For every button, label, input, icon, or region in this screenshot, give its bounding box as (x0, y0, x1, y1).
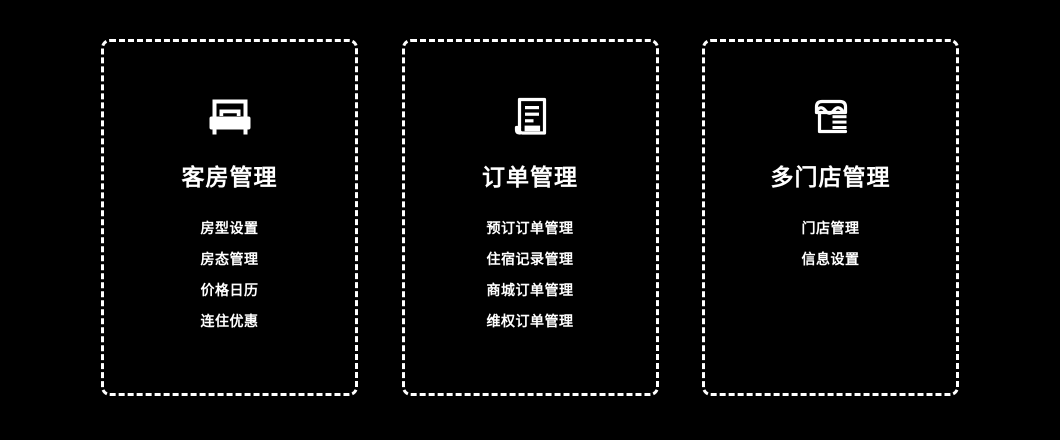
card-title: 多门店管理 (770, 164, 891, 190)
feature-card-rooms[interactable]: 客房管理 房型设置 房态管理 价格日历 连住优惠 (101, 39, 358, 396)
card-item[interactable]: 房态管理 (200, 251, 259, 267)
card-item[interactable]: 住宿记录管理 (486, 251, 574, 267)
card-item[interactable]: 价格日历 (200, 282, 259, 298)
bed-icon (207, 97, 253, 139)
card-item[interactable]: 连住优惠 (200, 313, 259, 329)
card-item[interactable]: 信息设置 (801, 251, 860, 267)
card-item-list: 房型设置 房态管理 价格日历 连住优惠 (104, 221, 355, 328)
card-item[interactable]: 房型设置 (200, 220, 259, 236)
card-item[interactable]: 维权订单管理 (486, 313, 574, 329)
order-document-icon (507, 97, 553, 139)
card-item[interactable]: 商城订单管理 (486, 282, 574, 298)
card-item-list: 门店管理 信息设置 (705, 221, 956, 266)
card-item-list: 预订订单管理 住宿记录管理 商城订单管理 维权订单管理 (405, 221, 656, 328)
feature-card-stores[interactable]: 多门店管理 门店管理 信息设置 (702, 39, 959, 396)
card-item[interactable]: 预订订单管理 (486, 220, 574, 236)
card-item[interactable]: 门店管理 (801, 220, 860, 236)
storefront-icon (808, 97, 854, 139)
feature-cards-row: 客房管理 房型设置 房态管理 价格日历 连住优惠 (101, 39, 959, 396)
card-title: 订单管理 (482, 164, 578, 190)
feature-card-orders[interactable]: 订单管理 预订订单管理 住宿记录管理 商城订单管理 维权订单管理 (401, 39, 659, 396)
card-title: 客房管理 (181, 164, 278, 190)
